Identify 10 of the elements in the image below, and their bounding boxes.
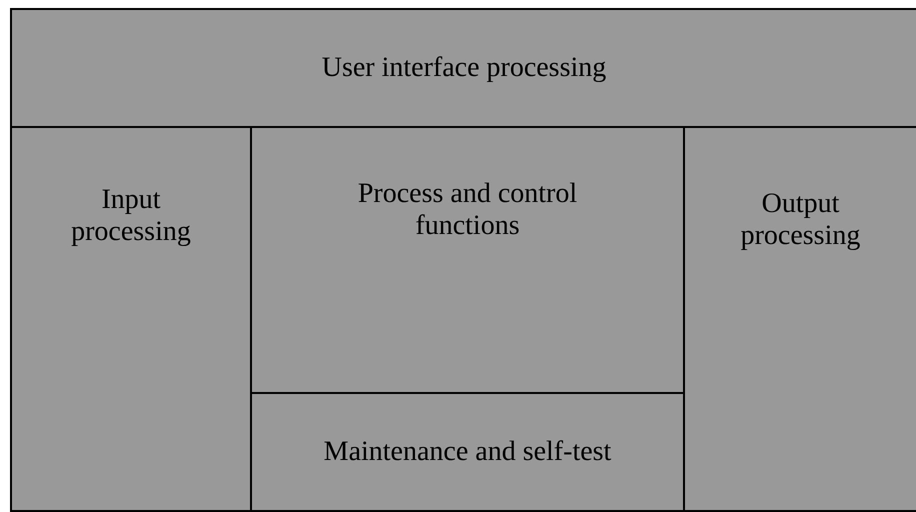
- block-label: Process and control functions: [356, 178, 578, 242]
- module-block: [683, 126, 916, 512]
- module-block: [250, 126, 685, 394]
- module-block: [10, 126, 252, 512]
- module-block: [10, 8, 916, 128]
- block-label: Input processing: [70, 184, 192, 248]
- module-block: [250, 392, 685, 512]
- block-label: Maintenance and self-test: [324, 436, 612, 468]
- block-label: Output processing: [740, 188, 862, 252]
- block-label: User interface processing: [322, 52, 606, 84]
